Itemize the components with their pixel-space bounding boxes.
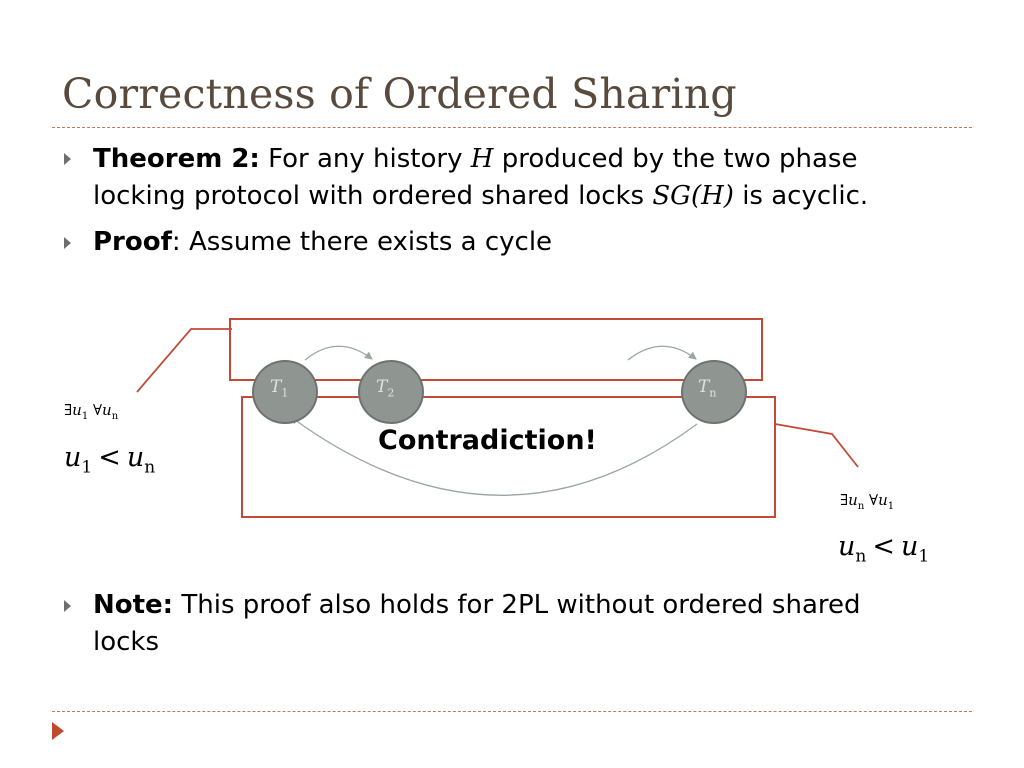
note-bullet: Note: This proof also holds for 2PL with…: [93, 587, 861, 624]
sg-arg: (H): [690, 181, 734, 211]
proof-bullet: Proof: Assume there exists a cycle: [93, 224, 552, 261]
edge-tn-t1: [290, 416, 698, 496]
note-bullet-line2: locks: [93, 624, 159, 661]
right-callout-line: [774, 423, 859, 468]
contradiction-label: Contradiction!: [378, 425, 597, 456]
note-label: Note:: [93, 590, 174, 620]
node-t1-label: T1: [270, 377, 289, 400]
right-inequality: un<u1: [838, 531, 930, 567]
proof-text: Assume there exists a cycle: [188, 227, 553, 257]
bottom-highlight-box: [241, 396, 776, 518]
proof-colon: :: [171, 227, 181, 257]
theorem-text-1: For any history: [268, 144, 463, 174]
footer-divider: [52, 711, 972, 712]
node-t1: [252, 360, 318, 424]
slide-title: Correctness of Ordered Sharing: [62, 70, 737, 118]
theorem-bullet: Theorem 2: For any history H produced by…: [93, 141, 857, 178]
note-text: This proof also holds for 2PL without or…: [181, 590, 861, 620]
bullet-arrow-icon: [64, 600, 71, 612]
top-highlight-box: [229, 318, 763, 381]
left-quantifier: ∃u1 ∀un: [64, 401, 119, 422]
edge-tx-tn: [627, 345, 697, 361]
theorem-text-3: locking protocol with ordered shared loc…: [93, 181, 645, 211]
note-text-2: locks: [93, 627, 160, 657]
left-inequality: u1<un: [64, 442, 156, 478]
triangle-marker-icon: [52, 722, 64, 740]
node-tn-label: Tn: [698, 377, 717, 400]
theorem-bullet-line2: locking protocol with ordered shared loc…: [93, 178, 868, 215]
title-divider: [52, 127, 972, 128]
theorem-text-2: produced by the two phase: [501, 144, 858, 174]
history-var: H: [470, 144, 494, 174]
node-t2-label: T2: [376, 377, 395, 400]
left-callout-line: [136, 328, 232, 393]
theorem-text-4: is acyclic.: [742, 181, 869, 211]
bullet-arrow-icon: [64, 153, 71, 165]
node-tn: [681, 360, 747, 424]
bullet-arrow-icon: [64, 237, 71, 249]
theorem-label: Theorem 2:: [93, 144, 260, 174]
right-quantifier: ∃un ∀u1: [840, 491, 895, 512]
proof-label: Proof: [93, 227, 172, 257]
sg-math: SG(H): [652, 181, 734, 211]
edge-t1-t2: [304, 345, 373, 361]
sg-var: SG: [652, 181, 691, 211]
node-t2: [358, 360, 424, 424]
